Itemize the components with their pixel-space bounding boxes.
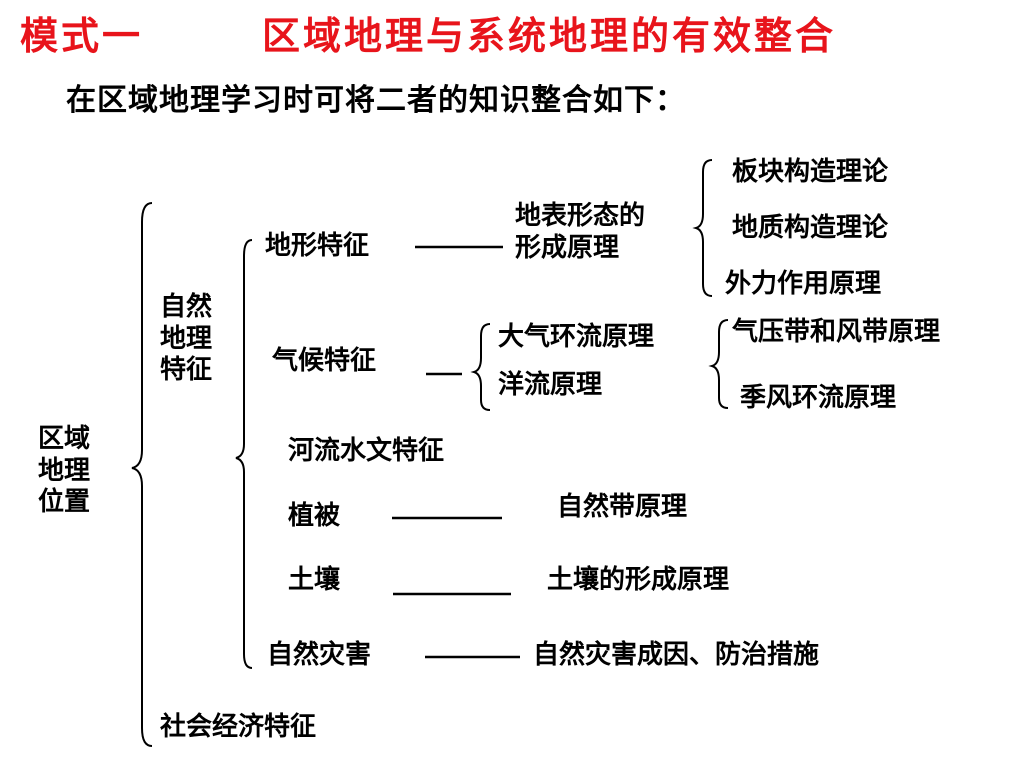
- terrain-node: 地形特征: [265, 231, 370, 261]
- hazard-principle: 自然灾害成因、防治措施: [533, 640, 820, 670]
- title-mode: 模式一: [20, 13, 144, 58]
- terrain-brace: [692, 159, 713, 297]
- geologic-structure: 地质构造理论: [732, 213, 889, 243]
- soil-formation-principle: 土壤的形成原理: [547, 565, 730, 595]
- root-line-3: 位置: [38, 487, 91, 518]
- natural-brace: [235, 239, 253, 669]
- hydrology-node: 河流水文特征: [288, 436, 445, 466]
- page-title: 区域地理与系统地理的有效整合: [262, 13, 837, 58]
- soil-node: 土壤: [288, 565, 341, 595]
- terrain-principle-line-1: 地表形态的: [515, 201, 646, 231]
- natural-node: 自然 地理 特征: [160, 292, 212, 387]
- climate-node: 气候特征: [272, 346, 377, 376]
- terrain-principle: 地表形态的 形成原理: [515, 201, 645, 264]
- root-node: 区域 地理 位置: [38, 424, 90, 519]
- root-line-2: 地理: [38, 455, 91, 486]
- pressure-wind-belts: 气压带和风带原理: [732, 317, 941, 347]
- external-force: 外力作用原理: [725, 269, 882, 299]
- root-brace: [131, 202, 153, 747]
- monsoon-circulation: 季风环流原理: [740, 383, 897, 413]
- natural-line-2: 地理: [160, 323, 213, 354]
- natural-line-1: 自然: [160, 292, 213, 322]
- subtitle: 在区域地理学习时可将二者的知识整合如下：: [66, 83, 686, 118]
- hazard-node: 自然灾害: [267, 640, 372, 670]
- root-line-1: 区域: [38, 424, 91, 454]
- climate-brace: [470, 323, 491, 411]
- social-node: 社会经济特征: [160, 712, 317, 742]
- atmospheric-circulation: 大气环流原理: [498, 322, 655, 352]
- terrain-principle-line-2: 形成原理: [515, 232, 620, 263]
- atmo-brace: [708, 319, 729, 409]
- plate-tectonics: 板块构造理论: [732, 157, 889, 187]
- ocean-currents: 洋流原理: [498, 370, 603, 400]
- vegetation-node: 植被: [288, 501, 341, 531]
- natural-line-3: 特征: [160, 355, 213, 386]
- natural-zone-principle: 自然带原理: [557, 492, 688, 522]
